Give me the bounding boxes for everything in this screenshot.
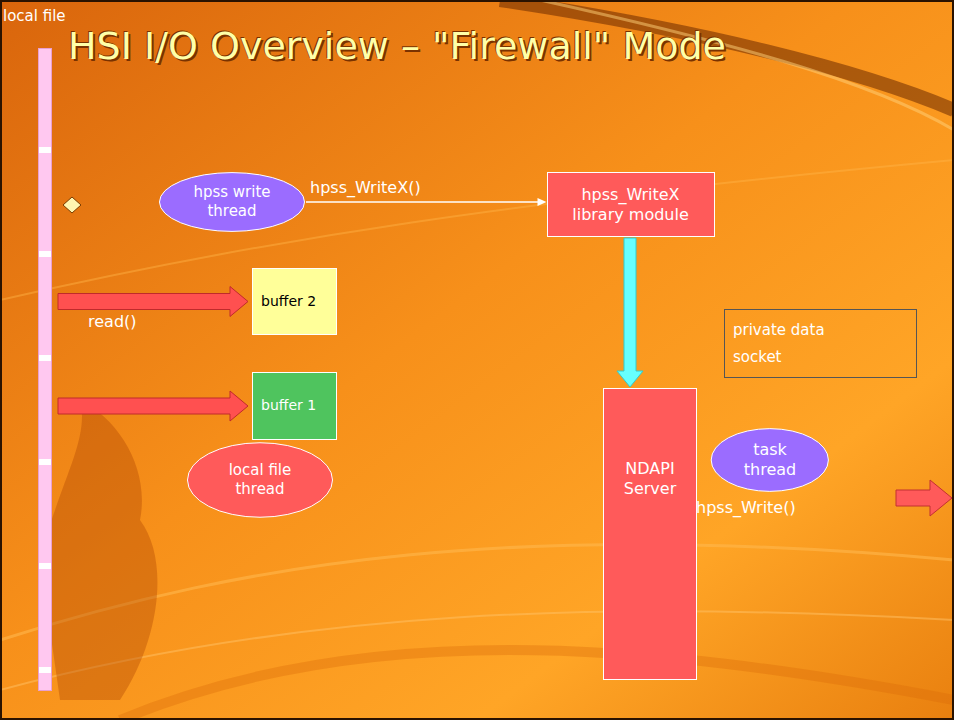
data-flow-arrow (617, 238, 643, 387)
ellipse-fill (187, 443, 332, 517)
local-file-strip: local file (38, 48, 52, 691)
call-label: read() (88, 312, 137, 331)
note-box: private data socket (724, 309, 917, 378)
call-label: hpss_Write() (696, 498, 796, 517)
thread-bubble: local file thread (186, 442, 334, 518)
library-box: hpss_WriteX library module (547, 172, 715, 237)
node-text: hpss_WriteX library module (556, 185, 706, 225)
strip-label: local file (3, 7, 15, 26)
thread-bubble: task thread (710, 428, 830, 492)
server-box: NDAPI Server (603, 388, 697, 680)
slide-title: HSI I/O Overview – "Firewall" Mode (68, 24, 726, 68)
buffer-box: buffer 2 (252, 268, 337, 335)
ellipse-fill (711, 429, 828, 492)
node-text: hpss write thread (182, 183, 282, 221)
node-text: NDAPI Server (612, 459, 688, 499)
node-text: private data socket (733, 317, 843, 370)
node-text: buffer 1 (261, 397, 316, 415)
arrow-head (538, 198, 547, 206)
diamond-bullet (63, 197, 81, 213)
node-text: task thread (730, 440, 810, 480)
node-text: local file thread (210, 461, 310, 499)
runner-silhouette (40, 400, 157, 700)
thread-bubble: hpss write thread (158, 172, 306, 232)
ellipse-fill (159, 173, 304, 232)
call-arrow (306, 198, 547, 206)
edge-label: hpss_WriteX() (310, 178, 421, 197)
swoosh (120, 650, 954, 720)
read-arrow (58, 287, 248, 317)
node-text: buffer 2 (261, 293, 316, 311)
call-line (306, 201, 539, 203)
read-arrow (58, 391, 248, 421)
output-arrow (896, 480, 952, 516)
buffer-box: buffer 1 (252, 372, 337, 440)
swoosh (0, 160, 954, 300)
